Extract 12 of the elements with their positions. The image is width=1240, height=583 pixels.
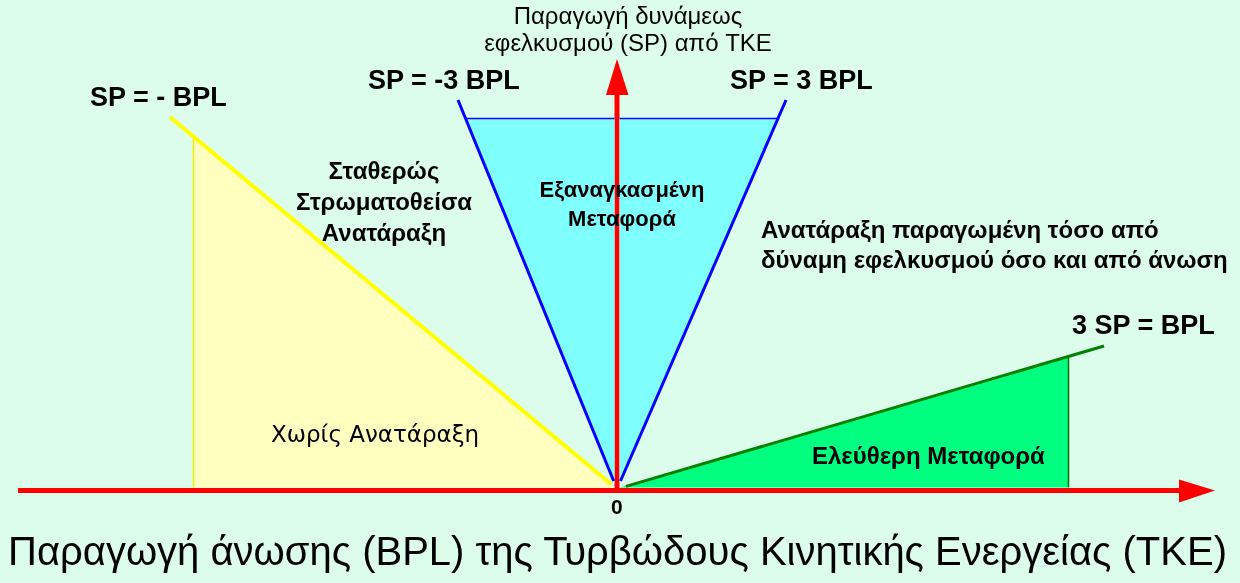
line-label: SP = -3 BPL	[368, 67, 520, 94]
region-label: Χωρίς Ανατάραξη	[271, 423, 480, 446]
line-label: SP = 3 BPL	[730, 67, 873, 94]
region-label: Ελεύθερη Μεταφορά	[812, 444, 1045, 468]
region-annotation: Σταθερώς Στρωματοθείσα Ανατάραξη	[294, 156, 474, 248]
axis-title: Παραγωγή δυνάμεως εφελκυσμού (SP) από TKE	[483, 2, 773, 56]
region-annotation: Ανατάραξη παραγωμένη τόσο από δύναμη εφελκυσμού όσο και από άνωση	[761, 215, 1229, 275]
origin-label: 0	[611, 496, 623, 517]
axis-title: Παραγωγή άνωσης (BPL) της Τυρβώδους Κινητικής Ενεργείας (TKE)	[8, 531, 1227, 571]
triangle-region	[620, 343, 1106, 488]
line-label: 3 SP = BPL	[1072, 312, 1215, 339]
line-label: SP = - BPL	[90, 84, 227, 111]
